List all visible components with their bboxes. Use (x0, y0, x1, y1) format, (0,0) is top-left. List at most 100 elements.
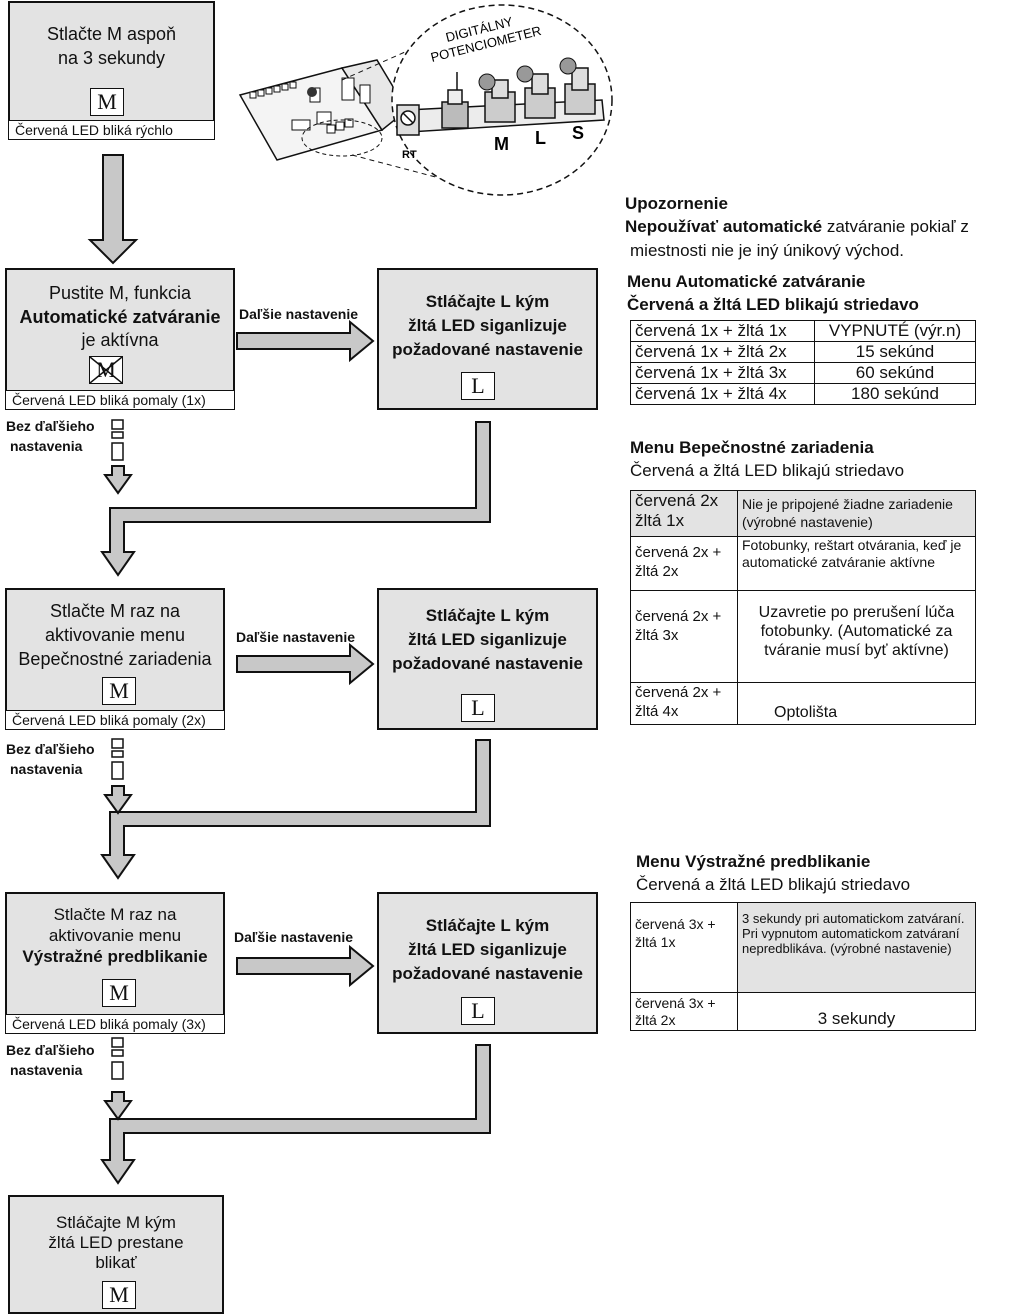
signal-line: žltá 2x (635, 1012, 676, 1028)
signal-line: červená 2x + (635, 684, 722, 701)
m-key-icon: M (90, 88, 124, 116)
dash-segment (111, 738, 124, 749)
dash-segment (111, 761, 124, 780)
step1-caption: Červená LED bliká rýchlo (8, 120, 215, 140)
table-cell: 15 sekúnd (814, 341, 976, 363)
warning-title: Upozornenie (625, 194, 728, 213)
no-more-label-1: Bez ďaľšieho (6, 418, 95, 434)
step2-caption: Červená LED bliká pomaly (1x) (5, 390, 235, 410)
step4-caption: Červená LED bliká pomaly (3x) (5, 1014, 225, 1034)
signal-line: červená 3x + (635, 995, 716, 1011)
l-box-line1: Stláčajte L kým (425, 916, 550, 935)
button-label-s: S (572, 123, 584, 143)
step4-box: Stlačte M raz na aktivovanie menu Výstra… (5, 892, 225, 1016)
l-box-line1: Stláčajte L kým (425, 606, 550, 625)
l-box-line2: žltá LED siganlizuje (408, 630, 567, 649)
table-cell: 60 sekúnd (814, 362, 976, 384)
l-key-icon: L (461, 372, 495, 400)
table-cell: červená 1x + žltá 1x (630, 320, 815, 342)
table-cell: 3 sekundy (737, 992, 976, 1031)
right-arrow-1 (236, 319, 375, 363)
step2-line1: Pustite M, funkcia (48, 283, 192, 303)
dash-segment (111, 750, 124, 758)
table-row: červená 2x +žltá 3x Uzavretie po preruše… (630, 590, 976, 683)
no-more-label-1: Bez ďaľšieho (6, 741, 95, 757)
signal-line: žltá 3x (635, 627, 679, 644)
down-arrow-small-2 (103, 785, 133, 815)
step3-caption: Červená LED bliká pomaly (2x) (5, 710, 225, 730)
down-arrow-1 (87, 154, 139, 265)
return-arrow-1 (100, 421, 491, 577)
table-cell: červená 1x + žltá 3x (630, 362, 815, 384)
signal-line: červená 2x + (635, 544, 722, 561)
table-cell: červená 2x + žltá 4x (630, 682, 738, 725)
next-setting-label: Daľšie nastavenie (236, 629, 356, 645)
table-cell: červená 1x + žltá 4x (630, 383, 815, 405)
right-arrow-2 (236, 642, 375, 686)
table-cell: 180 sekúnd (814, 383, 976, 405)
signal-line: červená 3x + (635, 916, 716, 932)
m-key-icon: M (102, 979, 136, 1007)
step4-line3: Výstražné predblikanie (22, 947, 208, 966)
down-arrow-small-3 (103, 1091, 133, 1121)
menu-prefl-subtitle: Červená a žltá LED blikajú striedavo (636, 875, 911, 894)
signal-line: žltá 1x (635, 511, 685, 530)
table-row: červená 2x + žltá 4x Optolišta (630, 682, 976, 725)
l-box-line2: žltá LED siganlizuje (408, 316, 567, 335)
l-box-line3: požadované nastavenie (392, 654, 583, 673)
m-key-icon: M (102, 1281, 136, 1309)
no-more-label-2: nastavenia (10, 1062, 83, 1078)
l-key-icon: L (461, 997, 495, 1025)
no-more-label-2: nastavenia (10, 761, 83, 777)
table-cell: červená 2x +žltá 2x (630, 536, 738, 591)
step5-line1: Stláčajte M kým (56, 1213, 176, 1232)
signal-line: žltá 1x (635, 934, 676, 950)
return-arrow-2 (100, 739, 491, 880)
no-more-label-1: Bez ďaľšieho (6, 1042, 95, 1058)
cross-icon (90, 357, 122, 383)
l-box-line1: Stláčajte L kým (425, 292, 550, 311)
table-cell: červená 1x + žltá 2x (630, 341, 815, 363)
l-box-1: Stláčajte L kým žltá LED siganlizuje pož… (377, 268, 598, 410)
menu-auto-subtitle: Červená a žltá LED blikajú striedavo (627, 295, 919, 314)
step4-line2: aktivovanie menu (48, 926, 182, 945)
step2-line3: je aktívna (81, 330, 159, 350)
table-row: červená 2x +žltá 2x Fotobunky, reštart o… (630, 536, 976, 591)
dash-segment (111, 1037, 124, 1048)
table-cell: Nie je pripojené žiadne zariadenie (výro… (737, 490, 976, 537)
step2-box: Pustite M, funkcia Automatické zatvárani… (5, 268, 235, 392)
dash-segment (111, 431, 124, 439)
step1-box: Stlačte M aspoň na 3 sekundy M (8, 1, 215, 122)
no-more-label-2: nastavenia (10, 438, 83, 454)
l-box-line3: požadované nastavenie (392, 964, 583, 983)
l-box-line2: žltá LED siganlizuje (408, 940, 567, 959)
dash-segment (111, 1049, 124, 1057)
menu-safety-subtitle: Červená a žltá LED blikajú striedavo (630, 461, 905, 480)
step5-line2: žltá LED prestane (48, 1233, 184, 1252)
dash-segment (111, 1061, 124, 1080)
table-cell: Optolišta (737, 682, 976, 725)
dash-segment (111, 419, 124, 430)
step5-box: Stláčajte M kým žltá LED prestane blikať… (8, 1195, 224, 1314)
table-cell: červená 3x +žltá 2x (630, 992, 738, 1031)
menu-safety-title: Menu Bepečnostné zariadenia (630, 438, 874, 457)
l-key-icon: L (461, 694, 495, 722)
menu-prefl-table: červená 3x +žltá 1x 3 sekundy pri automa… (630, 902, 976, 1031)
menu-prefl-title: Menu Výstražné predblikanie (636, 852, 871, 871)
table-row: červená 3x +žltá 2x 3 sekundy (630, 992, 976, 1031)
step3-box: Stlačte M raz na aktivovanie menu Bepečn… (5, 588, 225, 712)
table-cell: červená 2x +žltá 3x (630, 590, 738, 683)
table-cell: Fotobunky, reštart otvárania, keď je aut… (737, 536, 976, 591)
l-box-line3: požadované nastavenie (392, 340, 583, 359)
terminal-label: RT (402, 149, 417, 161)
signal-line: žltá 4x (635, 703, 679, 720)
menu-auto-title: Menu Automatické zatváranie (627, 272, 866, 291)
